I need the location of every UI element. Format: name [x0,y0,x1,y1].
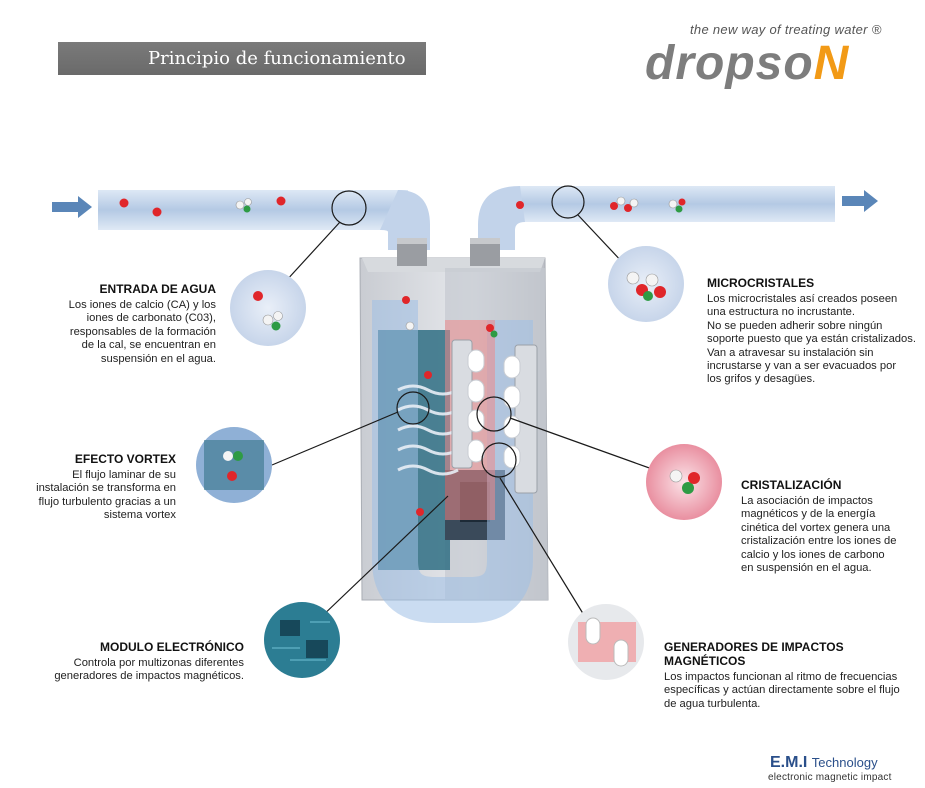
micro-line: Los microcristales así creados poseen [707,293,898,305]
micro-line: los grifos y desagües. [707,373,816,386]
micro-line: Van a atravesar su instalación sin [707,346,874,359]
modulo-text: Controla por multizonas diferentes gener… [20,657,244,684]
detail-vortex [196,427,272,503]
page-title: Principio de funcionamiento [148,48,406,69]
brand-logo: dropsoN [645,36,849,91]
cristal-block: CRISTALIZACIÓN La asociación de impactos… [741,478,921,575]
micro-text: Los microcristales así creados poseen un… [707,293,923,387]
zoom-markers [331,185,585,478]
cristal-line: en suspensión en el agua. [741,562,872,575]
cristal-line: calcio y los iones de carbono [741,548,885,561]
generadores-line: Los impactos funcionan al ritmo de frecu… [664,671,898,683]
entrada-text: Los iones de calcio (CA) y los iones de … [40,299,216,366]
entrada-line: iones de carbonato (C03), [86,312,216,325]
vortex-line: El flujo laminar de su [72,469,176,481]
inlet-pipe [98,190,430,250]
cristal-heading: CRISTALIZACIÓN [741,478,842,492]
micro-heading: MICROCRISTALES [707,276,815,290]
vortex-line: flujo turbulento gracias a un [38,495,176,508]
inlet-ions [119,196,286,217]
brand-accent: N [813,37,850,90]
detail-micro [608,246,684,322]
micro-line: soporte puesto que ya están cristalizado… [707,333,916,346]
modulo-line: generadores de impactos magnéticos. [54,670,244,683]
entrada-line: Los iones de calcio (CA) y los [68,299,216,311]
cristal-line: cinética del vortex genera una [741,521,891,534]
vortex-block: EFECTO VORTEX El flujo laminar de su ins… [14,452,176,523]
entrada-block: ENTRADA DE AGUA Los iones de calcio (CA)… [40,282,216,366]
detail-generadores [568,604,644,680]
brand-main: dropso [645,37,814,90]
micro-line: incrustarse y van a ser evacuados por [707,360,897,373]
detail-modulo [264,602,340,678]
entrada-heading: ENTRADA DE AGUA [99,282,216,296]
outlet-pipe [478,186,835,250]
outflow-arrow-icon [842,190,878,212]
title-bar: Principio de funcionamiento [58,42,426,75]
detail-entrada [230,270,306,346]
detail-cristal [646,444,722,520]
tagline: the new way of treating water ® [690,22,882,37]
vortex-text: El flujo laminar de su instalación se tr… [14,469,176,523]
vortex-line: sistema vortex [103,509,176,522]
cristal-line: cristalización entre los iones de [741,535,897,548]
vortex-heading: EFECTO VORTEX [74,452,176,466]
outlet-crystals [516,196,686,213]
emi-subtitle: electronic magnetic impact [768,772,892,783]
modulo-block: MODULO ELECTRÓNICO Controla por multizon… [20,640,244,684]
modulo-line: Controla por multizonas diferentes [73,657,244,669]
generadores-block: GENERADORES DE IMPACTOS MAGNÉTICOS Los i… [664,640,922,711]
entrada-line: responsables de la formación [69,325,216,338]
entrada-line: de la cal, se encuentran en [81,339,216,352]
modulo-heading: MODULO ELECTRÓNICO [100,640,244,654]
inflow-arrow-icon [52,196,92,218]
entrada-line: suspensión en el agua. [100,352,216,365]
generadores-line: de agua turbulenta. [664,697,761,710]
emi-logo: E.M.I Technology [770,754,878,772]
cristal-line: La asociación de impactos [741,495,873,507]
vortex-line: instalación se transforma en [36,482,176,495]
micro-block: MICROCRISTALES Los microcristales así cr… [707,276,923,387]
micro-line: No se pueden adherir sobre ningún [707,319,883,332]
leader-lines [271,214,656,626]
device-housing [359,238,549,623]
generadores-line: específicas y actúan directamente sobre … [664,684,900,697]
emi-word: Technology [811,755,878,770]
micro-line: una estructura no incrustante. [707,306,856,319]
cristal-text: La asociación de impactos magnéticos y d… [741,495,921,575]
emi-mark: E.M.I [770,754,808,771]
generadores-heading: GENERADORES DE IMPACTOS MAGNÉTICOS [664,640,844,668]
generadores-text: Los impactos funcionan al ritmo de frecu… [664,671,922,711]
cristal-line: magnéticos y de la energía [741,508,876,521]
